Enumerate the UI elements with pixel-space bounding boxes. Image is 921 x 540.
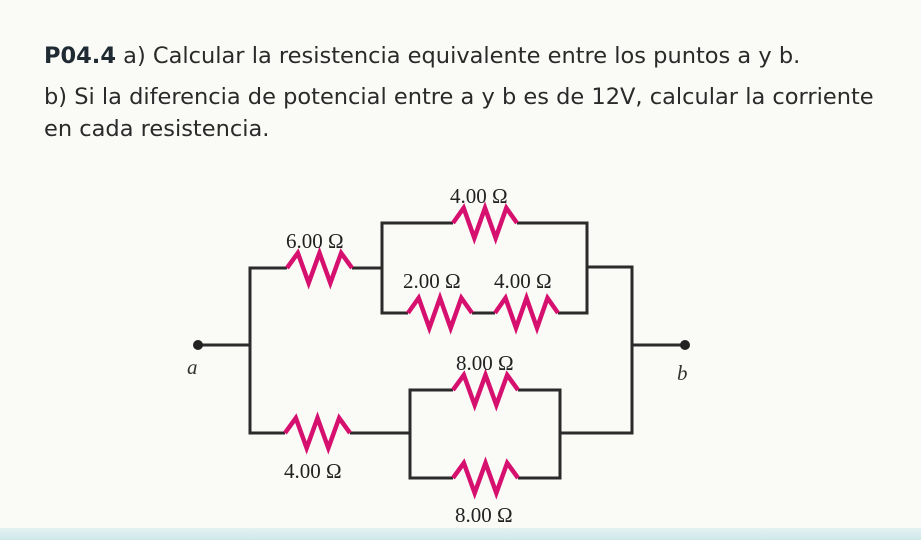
label-r-bottom-parallel-upper: 8.00 Ω — [456, 351, 514, 375]
label-r-top-parallel-lower-1: 2.00 Ω — [403, 269, 461, 293]
label-r-bottom-series: 4.00 Ω — [284, 459, 342, 483]
label-a: a — [187, 355, 198, 379]
wires — [198, 221, 685, 480]
label-r-bottom-parallel-lower: 8.00 Ω — [455, 503, 513, 527]
resistor-r-bottom-series — [283, 411, 352, 455]
problem-id: P04.4 — [44, 43, 117, 69]
part-a-text: a) Calcular la resistencia equivalente e… — [123, 43, 801, 69]
part-a: P04.4 a) Calcular la resistencia equival… — [44, 38, 904, 75]
terminal-b — [680, 340, 690, 350]
resistor-r-bottom-parallel-lower — [451, 456, 520, 500]
terminal-a — [193, 340, 203, 350]
resistor-r-top-parallel-upper — [451, 201, 519, 245]
resistor-r-bottom-parallel-upper — [451, 368, 520, 412]
label-b: b — [677, 361, 688, 385]
label-r-top-series: 6.00 Ω — [286, 229, 344, 253]
problem-statement: P04.4 a) Calcular la resistencia equival… — [44, 38, 904, 145]
resistor-r-top-parallel-lower-1 — [406, 291, 474, 335]
decorative-band — [0, 528, 921, 540]
label-r-top-parallel-upper: 4.00 Ω — [450, 184, 508, 208]
label-r-top-parallel-lower-2: 4.00 Ω — [494, 269, 552, 293]
resistor-r-top-series — [285, 246, 354, 290]
resistor-r-top-parallel-lower-2 — [493, 291, 560, 335]
part-b: b) Si la diferencia de potencial entre a… — [44, 84, 874, 142]
